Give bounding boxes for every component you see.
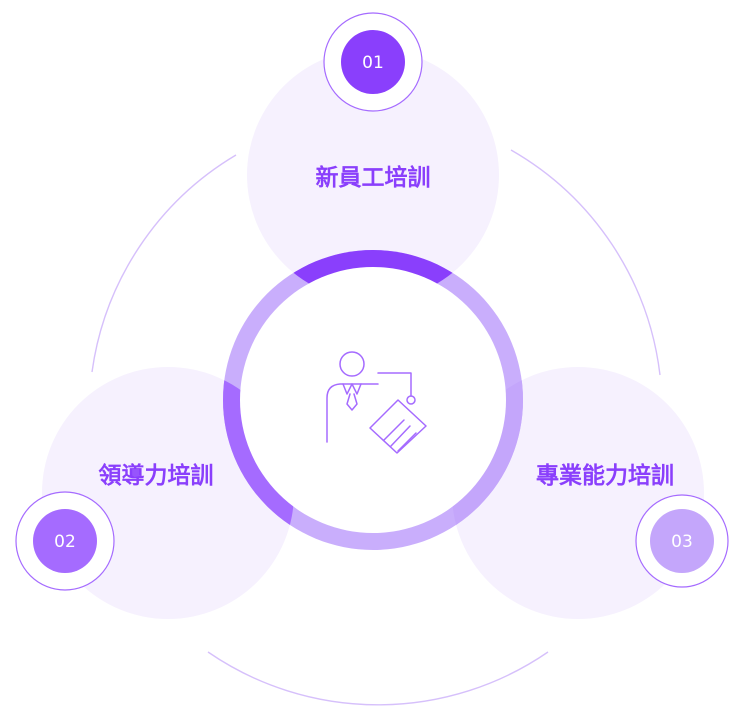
outer-arcs xyxy=(91,149,661,706)
arc-right xyxy=(510,149,661,376)
badge-number: 02 xyxy=(54,532,76,552)
badge-01: 01 xyxy=(323,12,423,112)
arc-bottom xyxy=(207,651,549,706)
label-professional-training: 專業能力培訓 xyxy=(536,462,674,489)
badge-02: 02 xyxy=(15,491,115,591)
arc-left xyxy=(91,154,237,373)
center-disc xyxy=(240,267,506,533)
business-handshake-icon xyxy=(326,351,427,454)
bubble-new-employee xyxy=(247,49,499,301)
label-leadership-training: 領導力培訓 xyxy=(99,462,214,489)
badge-number: 01 xyxy=(362,53,384,73)
badge-number: 03 xyxy=(671,532,693,552)
badge-03: 03 xyxy=(635,494,729,588)
label-new-employee-training: 新員工培訓 xyxy=(316,164,431,191)
